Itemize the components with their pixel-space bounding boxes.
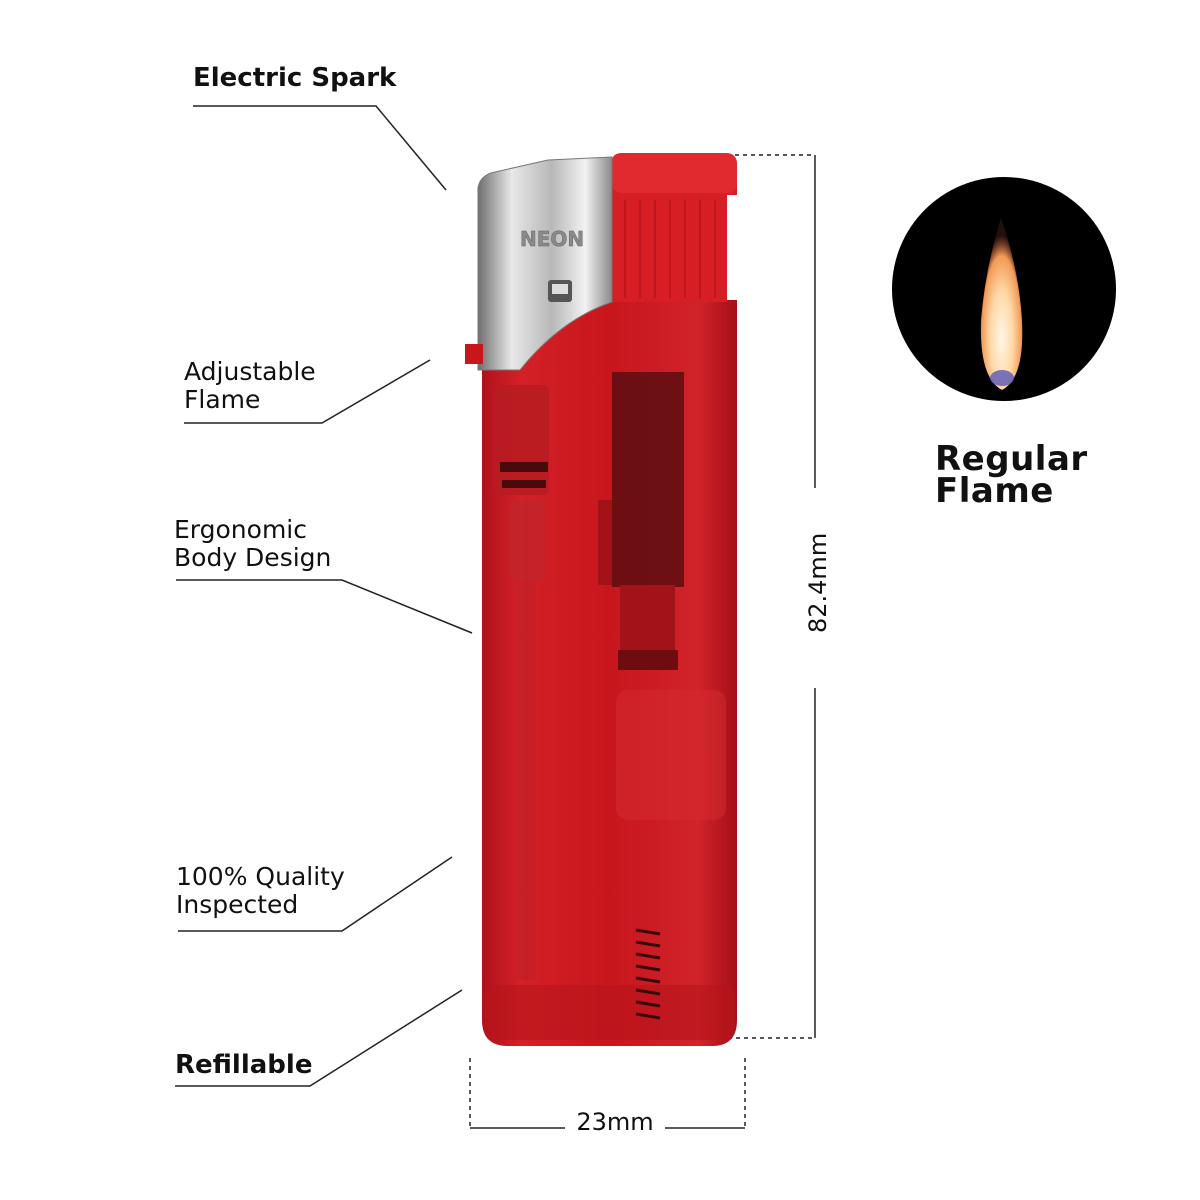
flame-type-label: Regular Flame [935,439,1088,511]
feature-quality-inspected: 100% Quality Inspected [176,862,345,919]
feature-adjustable-flame: Adjustable Flame [184,357,316,414]
lighter: NEON [465,153,737,1046]
feature-ergonomic-body: Ergonomic Body Design [174,515,332,572]
spring [635,928,661,1020]
width-dimension: 23mm [565,1108,665,1136]
feature-electric-spark: Electric Spark [193,63,397,93]
feature-refillable: Refillable [175,1050,313,1080]
leader-spark [193,105,447,191]
brand-logo: NEON [520,227,584,251]
flame-badge [892,177,1116,401]
leader-quality [178,856,453,932]
leader-refill [175,989,463,1087]
lighter-hood [477,156,613,371]
leader-lines [175,105,473,1087]
adjuster-tab [465,344,483,364]
leader-adjust [184,359,431,424]
flame-icon [980,218,1023,390]
leader-ergo [176,579,473,634]
height-dimension: 82.4mm [804,532,832,633]
